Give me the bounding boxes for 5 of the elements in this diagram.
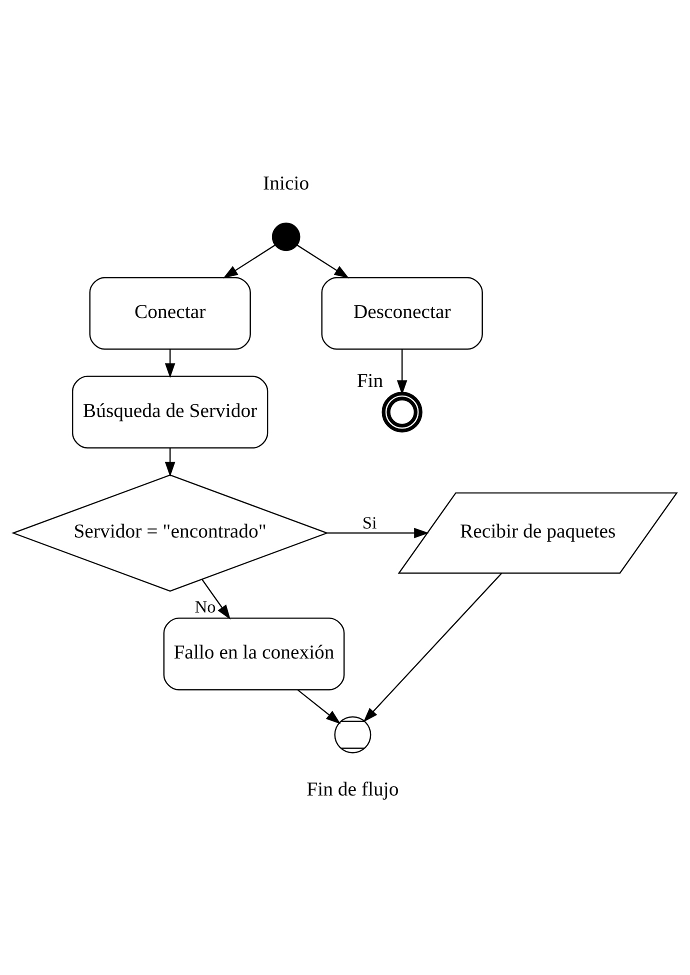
node-label: Fin — [356, 370, 384, 392]
node-label: Inicio — [263, 172, 310, 194]
node-label: Fin de flujo — [306, 778, 399, 800]
edge-label: No — [194, 597, 216, 616]
edge-label: Si — [362, 512, 377, 532]
